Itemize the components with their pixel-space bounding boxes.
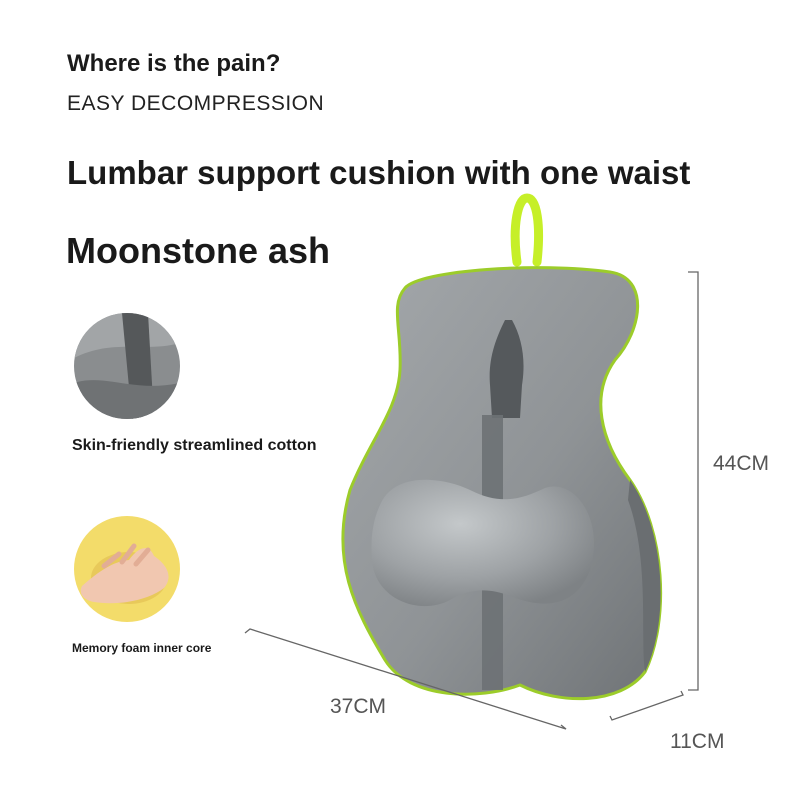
feature-label-fabric: Skin-friendly streamlined cotton [72,437,317,454]
height-dimension-line [688,271,699,691]
hanging-loop [510,193,544,267]
depth-dimension-label: 11CM [670,730,725,753]
height-dimension-label: 44CM [713,452,770,475]
width-dimension-label: 37CM [330,695,387,718]
pain-question: Where is the pain? [67,50,281,77]
product-headline: Lumbar support cushion with one waist [67,154,691,191]
depth-dimension-line [609,690,684,721]
fabric-swatch-icon [74,313,180,419]
hand-press-foam-icon [74,516,180,622]
feature-label-foam: Memory foam inner core [72,641,212,655]
lumbar-pillow [371,479,594,607]
keyhole-opening [489,320,524,418]
width-dimension-line [244,628,567,730]
color-name: Moonstone ash [66,230,331,271]
subtitle: EASY DECOMPRESSION [67,92,325,115]
